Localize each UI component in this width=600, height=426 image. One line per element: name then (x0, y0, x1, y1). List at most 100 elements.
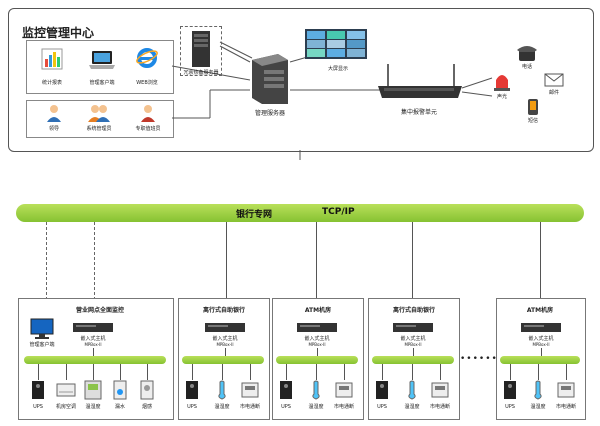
branch5-host-model: MPBox-II (532, 342, 550, 347)
web-label: WEB浏览 (136, 80, 158, 86)
branch1-ups-icon (32, 381, 44, 399)
branch-title-2: 离行式自助银行 (202, 307, 245, 314)
branch1-host-model: MPBox-II (84, 342, 102, 347)
drop-line-2 (226, 222, 227, 300)
branch3-host-model: MPBox-II (308, 342, 326, 347)
branch5-dev-drop-3 (566, 364, 567, 380)
drop-dashed-2 (94, 222, 95, 300)
sms-phone-icon (528, 99, 538, 115)
duty-person-icon (141, 105, 155, 122)
sysadmin-label: 系统管理员 (86, 126, 112, 132)
email-label: 邮件 (548, 90, 559, 96)
branch2-ups-icon (186, 381, 198, 399)
branch3-dev-label-2: 温湿度 (308, 404, 324, 410)
branch1-local-bus (24, 356, 166, 364)
branch4-dev-drop-1 (382, 364, 383, 380)
mgmt-client-label: 管理客户端 (89, 80, 115, 86)
branch5-power-icon (557, 382, 575, 398)
branch1-smoke-icon (140, 380, 154, 400)
branch3-dev-label-3: 市电通断 (333, 404, 354, 410)
branch3-dev-drop-3 (344, 364, 345, 380)
sms-label: 短信 (527, 118, 538, 124)
phone-icon (517, 46, 537, 61)
drop-dashed-1 (46, 222, 47, 300)
branch3-dev-drop-2 (316, 364, 317, 380)
branch4-host-model: MPBox-II (404, 342, 422, 347)
branch4-thermo-icon (408, 380, 416, 400)
branch1-dev-drop-2 (66, 364, 67, 380)
branch4-host-drop (413, 348, 414, 356)
siren-label: 声光 (496, 94, 507, 100)
laptop-icon (89, 51, 115, 69)
branch1-ac-icon (56, 383, 76, 397)
branch3-host-drop (317, 348, 318, 356)
management-server-label: 管理服务器 (254, 110, 285, 117)
drop-line-4 (412, 222, 413, 300)
branch4-power-icon (431, 382, 449, 398)
ie-browser-icon (136, 48, 158, 68)
branch5-dev-drop-2 (538, 364, 539, 380)
branch5-thermo-icon (534, 380, 542, 400)
branch2-dev-drop-3 (250, 364, 251, 380)
branch1-dev-label-4: 漏水 (114, 404, 125, 410)
branch2-dev-drop-2 (222, 364, 223, 380)
branch2-local-bus (182, 356, 264, 364)
branch5-dev-label-1: UPS (505, 404, 515, 410)
branch3-dev-drop-1 (286, 364, 287, 380)
branch3-host-icon (297, 323, 337, 332)
branch-title-5: ATM机房 (526, 307, 554, 314)
alarm-unit-icon (378, 64, 462, 98)
branch3-ups-icon (280, 381, 292, 399)
management-server-icon (252, 54, 288, 104)
branch4-dev-label-2: 温湿度 (404, 404, 420, 410)
duty-label: 专职值班员 (135, 126, 161, 132)
branch3-host-label: 嵌入式主机 (304, 336, 330, 342)
video-wall-icon (305, 29, 367, 59)
branch1-host-label: 嵌入式主机 (80, 336, 106, 342)
branch1-dev-drop-3 (93, 364, 94, 380)
branch4-host-icon (393, 323, 433, 332)
siren-icon (494, 75, 510, 91)
branch2-thermo-icon (218, 380, 226, 400)
branch2-host-icon (205, 323, 245, 332)
monitoring-center-title: 监控管理中心 (22, 26, 95, 40)
branch2-dev-label-3: 市电通断 (239, 404, 260, 410)
branch5-dev-label-3: 市电通断 (555, 404, 576, 410)
branch2-host-model: MPBox-II (216, 342, 234, 347)
branch1-dev-label-5: 烟感 (141, 404, 152, 410)
bank-network-label: 银行专网 (236, 210, 273, 220)
branch1-client-label: 管理客户端 (29, 342, 55, 348)
branch-title-4: 离行式自助银行 (392, 307, 435, 314)
leader-person-icon (47, 105, 61, 122)
redundant-server-icon (192, 31, 210, 67)
report-label: 统计报表 (41, 80, 62, 86)
branch1-dev-drop-5 (147, 364, 148, 380)
branch5-host-icon (521, 323, 561, 332)
drop-line-5 (540, 222, 541, 300)
branch2-dev-label-2: 温湿度 (214, 404, 230, 410)
email-icon (544, 73, 564, 87)
branch2-host-label: 嵌入式主机 (212, 336, 238, 342)
branch4-ups-icon (376, 381, 388, 399)
branch5-dev-drop-1 (510, 364, 511, 380)
leader-label: 领导 (48, 126, 59, 132)
branch2-power-icon (241, 382, 259, 398)
branch3-power-icon (335, 382, 353, 398)
branch1-dev-label-1: UPS (33, 404, 43, 410)
branch4-dev-drop-3 (440, 364, 441, 380)
phone-label: 电话 (521, 64, 532, 70)
more-branches-ellipsis: ••••••• (460, 354, 505, 364)
branch3-thermo-icon (312, 380, 320, 400)
branch5-host-drop (541, 348, 542, 356)
branch5-host-label: 嵌入式主机 (528, 336, 554, 342)
branch4-dev-label-3: 市电通断 (429, 404, 450, 410)
branch1-monitor-icon (30, 318, 54, 339)
branch1-leak-icon (113, 380, 127, 400)
branch1-dev-drop-4 (120, 364, 121, 380)
big-screen-label: 大屏显示 (327, 66, 348, 72)
branch3-dev-label-1: UPS (281, 404, 291, 410)
branch1-dev-label-3: 温湿度 (85, 404, 101, 410)
bank-network-bus (16, 204, 584, 222)
redundant-server-label: 冗余热备服务器 (183, 70, 219, 76)
branch2-host-drop (225, 348, 226, 356)
